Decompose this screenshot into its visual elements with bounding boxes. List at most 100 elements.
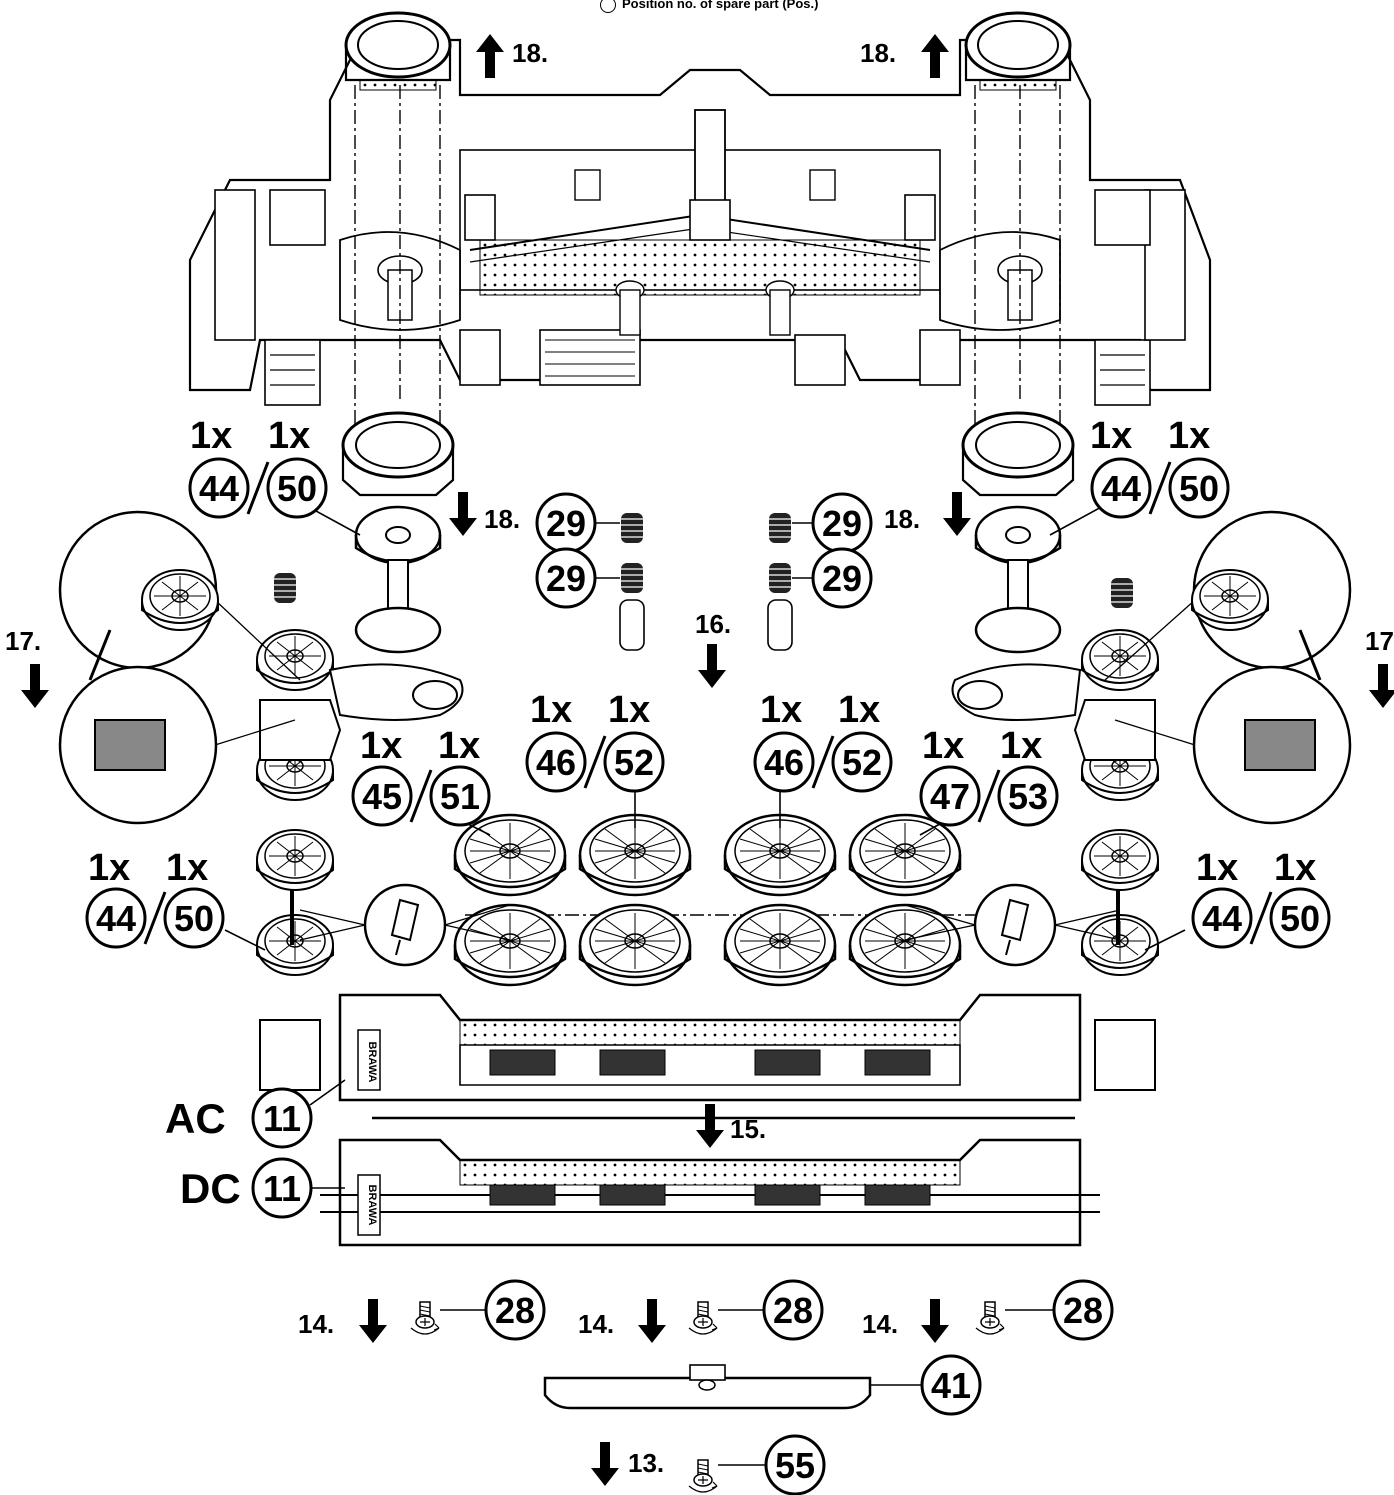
pos-44-lower-right-number: 44 [1202, 898, 1242, 939]
pos-29-c: 29 [811, 492, 873, 554]
pos-44-upper-right-circle [1090, 457, 1152, 519]
frame-dc: BRAWA [320, 1138, 1100, 1247]
pair-slash-6 [143, 891, 167, 945]
pos-29-d: 29 [811, 547, 873, 609]
pos-55-circle [764, 1434, 826, 1495]
pos-52-b: 52 [831, 731, 893, 793]
pos-29-b: 29 [535, 547, 597, 609]
pos-28-a-circle [484, 1279, 546, 1341]
step-14-a-label: 14. [298, 1309, 334, 1339]
pos-44-lower-left-number: 44 [96, 898, 136, 939]
pos-50-lower-left: 50 [163, 887, 225, 949]
pos-28-b-circle [762, 1279, 824, 1341]
pos-28-a: 28 [484, 1279, 546, 1341]
pos-28-b-number: 28 [773, 1290, 813, 1331]
pos-28-c-circle [1052, 1279, 1114, 1341]
qty-53-label: 1x [1000, 725, 1042, 767]
lubricant-oiler-left [299, 883, 511, 967]
pos-50-upper-right-number: 50 [1179, 468, 1219, 509]
qty-44d-label: 1x [1196, 847, 1238, 889]
bearing-ring-lower-left [341, 411, 455, 497]
bearing-ring-top-left [344, 11, 452, 91]
pos-50-lower-left-number: 50 [174, 898, 214, 939]
pos-51-circle [429, 765, 491, 827]
pos-28-c: 28 [1052, 1279, 1114, 1341]
pos-51-number: 51 [440, 776, 480, 817]
pos-29-a: 29 [535, 492, 597, 554]
step-13-label: 13. [628, 1448, 664, 1478]
pos-29-d-number: 29 [822, 558, 862, 599]
pos-11-ac-circle [251, 1087, 313, 1149]
pos-50-upper-left: 50 [266, 457, 328, 519]
pos-11-ac: 11 [251, 1087, 313, 1149]
step-18-mid-left-label: 18. [484, 504, 520, 534]
pos-50-upper-left-number: 50 [277, 468, 317, 509]
pos-50-upper-left-circle [266, 457, 328, 519]
pos-50-lower-right: 50 [1269, 887, 1331, 949]
pair-slash-3 [583, 735, 607, 789]
qty-44b-label: 1x [1090, 415, 1132, 457]
step-18-top-left-label: 18. [512, 38, 548, 68]
pos-46-a: 46 [525, 731, 587, 793]
qty-45-label: 1x [360, 725, 402, 767]
loco-chassis-illustration [188, 38, 1212, 406]
pos-44-upper-right: 44 [1090, 457, 1152, 519]
pos-29-c-number: 29 [822, 503, 862, 544]
bogie-left [256, 629, 464, 801]
pos-45-number: 45 [362, 776, 402, 817]
pos-52-a: 52 [603, 731, 665, 793]
pos-29-d-circle [811, 547, 873, 609]
pos-53: 53 [997, 765, 1059, 827]
pos-11-dc: 11 [251, 1157, 313, 1219]
pos-47-number: 47 [930, 776, 970, 817]
pos-29-b-number: 29 [546, 558, 586, 599]
detail-callouts [58, 510, 1352, 825]
driving-wheels [256, 813, 1159, 987]
pos-46-a-number: 46 [536, 742, 576, 783]
step-17-left-label: 17. [5, 626, 41, 656]
pivot-disc-left [354, 505, 442, 654]
qty-51-label: 1x [438, 725, 480, 767]
pos-55: 55 [764, 1434, 826, 1495]
variant-dc-label: DC [180, 1165, 241, 1212]
pos-44-lower-right: 44 [1191, 887, 1253, 949]
pair-slash-0 [246, 461, 270, 515]
pos-50-upper-right: 50 [1168, 457, 1230, 519]
pair-slash-1 [1148, 461, 1172, 515]
pos-44-upper-left-circle [188, 457, 250, 519]
pos-50-upper-right-circle [1168, 457, 1230, 519]
pos-47-circle [919, 765, 981, 827]
pos-46-b: 46 [753, 731, 815, 793]
pos-50-lower-right-number: 50 [1280, 898, 1320, 939]
pos-11-ac-number: 11 [263, 1098, 301, 1139]
cover-plate [543, 1364, 872, 1410]
pos-52-a-circle [603, 731, 665, 793]
pair-slash-5 [977, 769, 1001, 823]
qty-46b-label: 1x [760, 689, 802, 731]
pos-50-lower-right-circle [1269, 887, 1331, 949]
pos-52-b-circle [831, 731, 893, 793]
bogie-right [951, 629, 1159, 801]
pos-11-dc-circle [251, 1157, 313, 1219]
pos-52-b-number: 52 [842, 742, 882, 783]
legend-caption: Position no. of spare part (Pos.) [600, 0, 818, 13]
pos-46-b-circle [753, 731, 815, 793]
pair-slash-2 [409, 769, 433, 823]
springs [273, 512, 1134, 651]
step-17-right-label: 17 [1365, 626, 1394, 656]
pair-slash-4 [811, 735, 835, 789]
pos-44-lower-right-circle [1191, 887, 1253, 949]
variant-ac-label: AC [165, 1095, 226, 1142]
pos-44-lower-left-circle [85, 887, 147, 949]
qty-44a-label: 1x [190, 415, 232, 457]
pos-11-dc-number: 11 [263, 1168, 301, 1209]
legend-circle-icon [600, 0, 616, 13]
pos-46-a-circle [525, 731, 587, 793]
pos-47: 47 [919, 765, 981, 827]
step-18-top-right-label: 18. [860, 38, 896, 68]
pos-55-number: 55 [775, 1445, 815, 1486]
pos-44-upper-left: 44 [188, 457, 250, 519]
pos-46-b-number: 46 [764, 742, 804, 783]
